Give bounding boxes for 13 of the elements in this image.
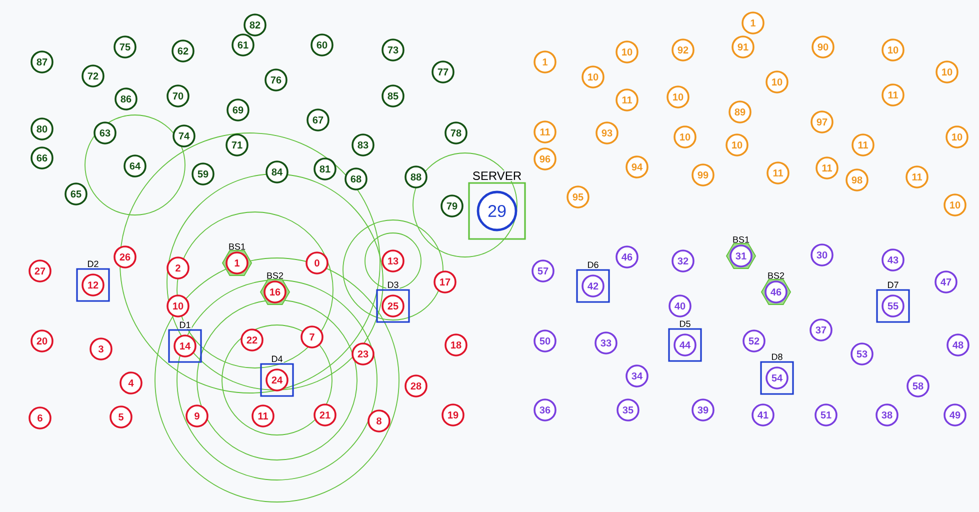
node-label: BS1 (733, 236, 750, 243)
node-label: SERVER (472, 172, 522, 180)
node-label: D5 (680, 320, 690, 328)
node-label: D7 (888, 282, 898, 288)
node-label: BS1 (229, 243, 246, 250)
node-label: D2 (88, 260, 98, 267)
node-label: D4 (272, 356, 282, 362)
node-label: D3 (388, 282, 398, 288)
node-label: D1 (180, 322, 190, 328)
node-label: D6 (588, 262, 598, 268)
node-label: D8 (772, 354, 782, 360)
node-label: BS2 (768, 272, 784, 279)
node-label: BS2 (267, 272, 284, 279)
